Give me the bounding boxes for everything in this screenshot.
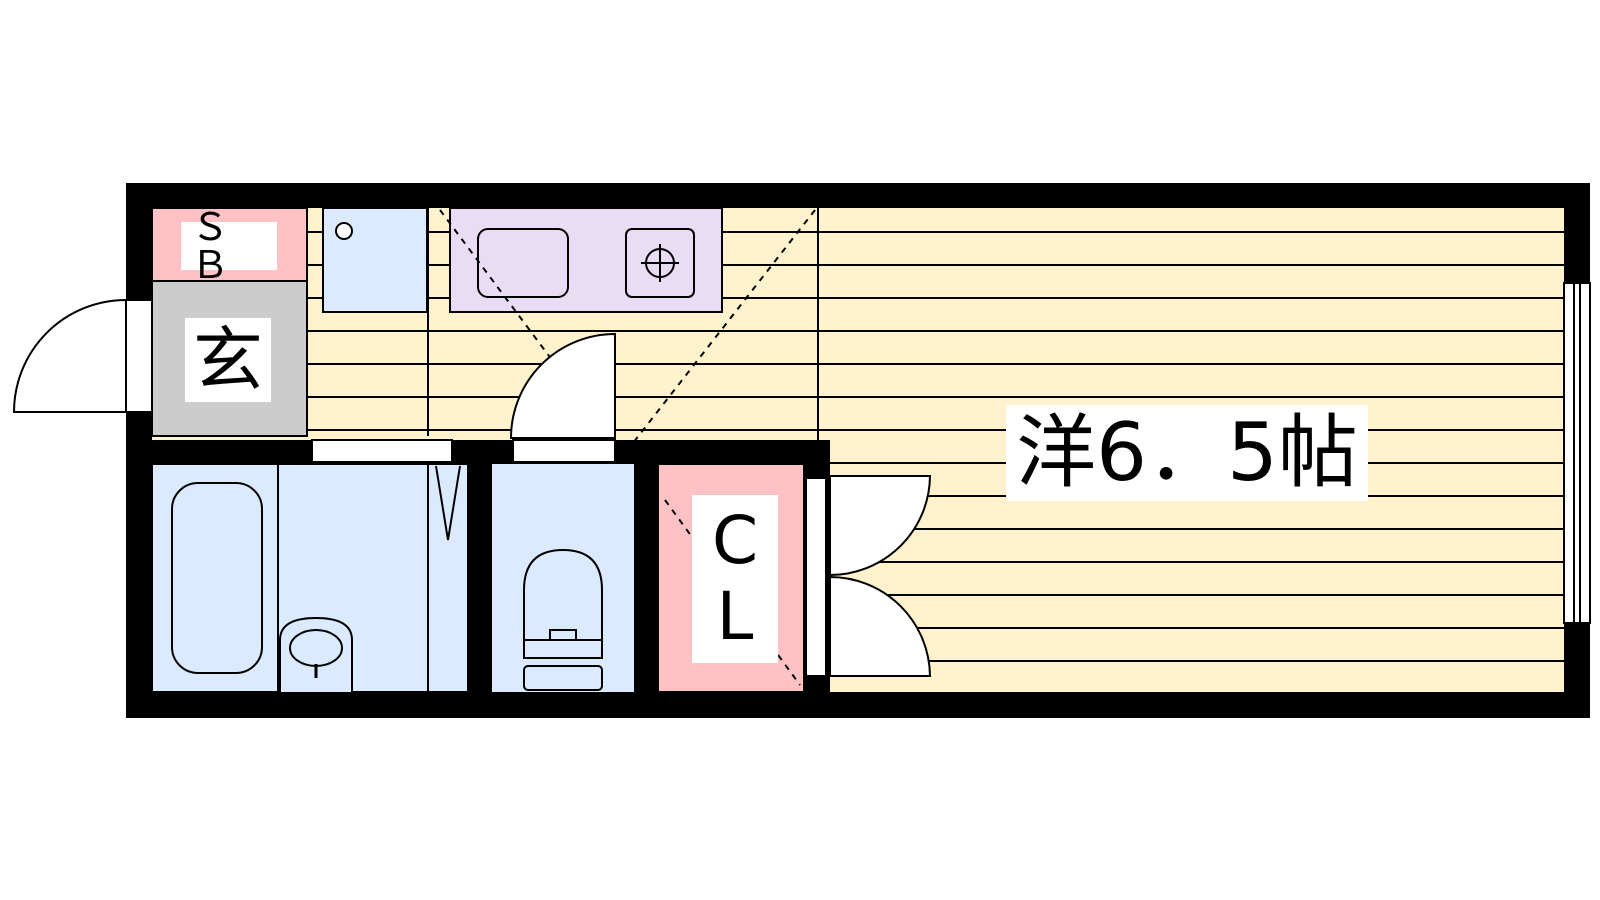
toilet-icon bbox=[523, 548, 603, 641]
kitchen-sink-icon bbox=[477, 228, 569, 298]
folding-door-icon bbox=[435, 465, 461, 541]
closet-label-line2: L bbox=[716, 578, 754, 655]
closet-door-upper-icon bbox=[829, 475, 932, 577]
closet-door-lower-icon bbox=[829, 575, 932, 677]
window bbox=[1563, 282, 1591, 624]
washbasin-icon bbox=[279, 616, 353, 692]
shoe-box-label: ＳＢ bbox=[181, 208, 277, 284]
entrance-door-icon bbox=[12, 298, 127, 413]
western-room-label: 洋6．5帖 bbox=[1006, 405, 1368, 501]
entrance-label: 玄 bbox=[185, 318, 271, 402]
washer-drain-icon bbox=[335, 222, 353, 240]
bath-door-opening bbox=[311, 439, 453, 463]
toilet-door-opening bbox=[512, 439, 616, 463]
corridor-door-icon bbox=[509, 332, 616, 439]
bathtub-icon bbox=[171, 482, 263, 674]
washer-space bbox=[322, 207, 428, 313]
closet-label: C L bbox=[692, 495, 778, 663]
closet-label-line1: C bbox=[711, 502, 759, 579]
